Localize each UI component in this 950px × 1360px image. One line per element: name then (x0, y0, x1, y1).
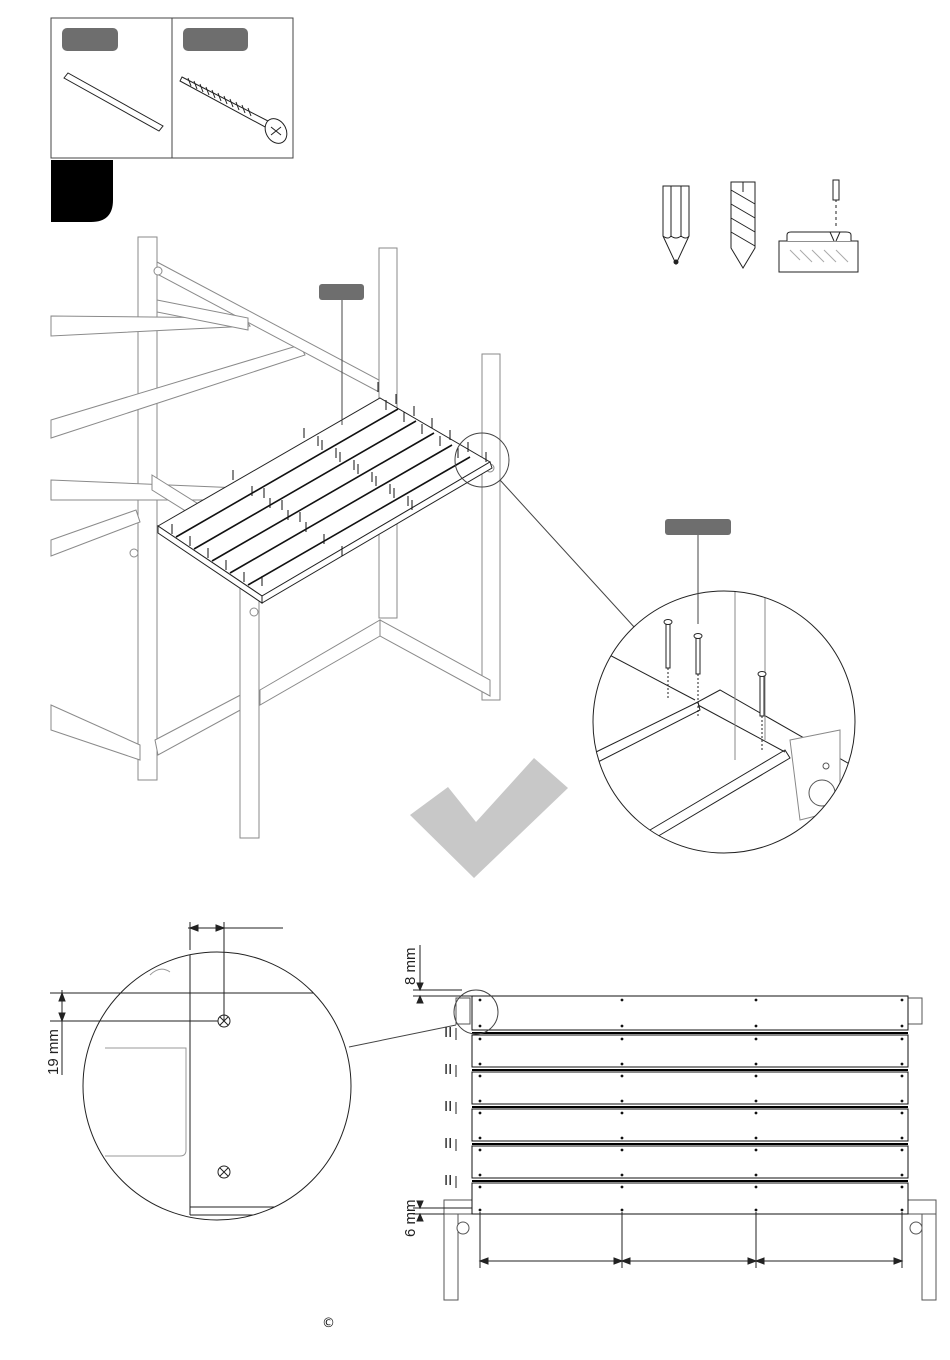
detail-leader (349, 1025, 456, 1047)
checkmark-icon (410, 758, 568, 878)
part-label-tag (183, 28, 248, 51)
drill-bit-icon (731, 182, 755, 268)
screw-part (180, 77, 291, 147)
spacer-mark: II (444, 1024, 452, 1041)
spacer-strip (64, 73, 163, 131)
dimension-label-edge-offset: 19 mm (45, 1029, 62, 1075)
screw-holes (479, 999, 904, 1212)
spacer-mark: II (444, 1135, 452, 1152)
part-label-tag (62, 28, 118, 51)
countersink-icon (779, 180, 858, 272)
part-label-tag (319, 284, 364, 300)
spacer-mark: II (444, 1098, 452, 1115)
dimension-label-top-gap: 8 mm (402, 948, 419, 986)
spacer-mark: II (444, 1172, 452, 1189)
part-label-tag (665, 519, 731, 535)
callout-leader (500, 480, 635, 628)
step-badge (51, 160, 113, 222)
spacer-mark: II (444, 1061, 452, 1078)
dimension-label-bottom-gap: 6 mm (402, 1200, 419, 1238)
pencil-icon (663, 186, 689, 264)
slat-platform (158, 398, 492, 603)
copyright-symbol: © (322, 1316, 335, 1331)
